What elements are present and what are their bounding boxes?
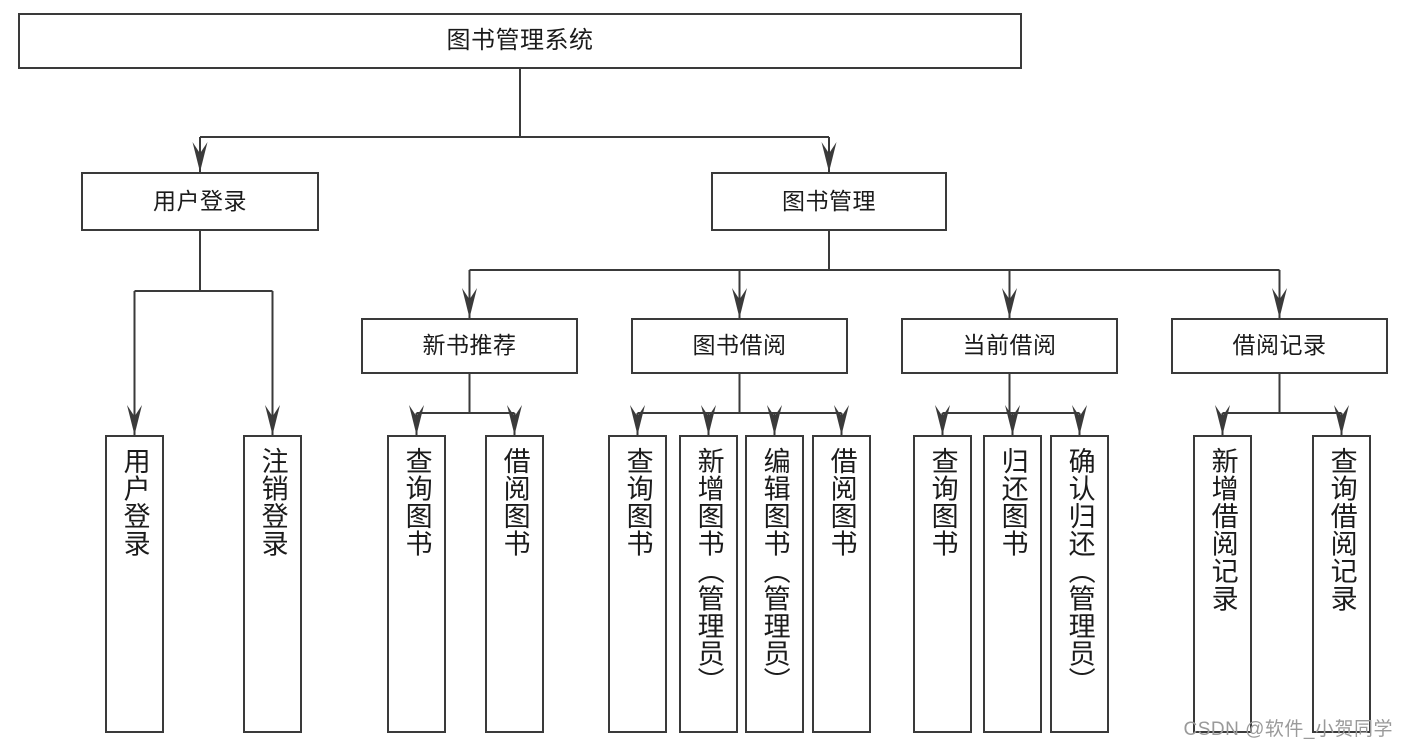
watermark: CSDN @软件_小贺同学	[1183, 719, 1393, 740]
node-user-login-label: 用户登录	[153, 187, 247, 214]
leaf-return-book-label: 归还图书	[997, 447, 1028, 557]
leaf-add-book-admin-label: 新增图书（管理员）	[693, 447, 724, 695]
node-book-borrow-label: 图书借阅	[692, 332, 787, 359]
node-current-borrow-label: 当前借阅	[962, 332, 1057, 359]
node-new-book-recommend-label: 新书推荐	[422, 332, 517, 359]
node-book-borrow[interactable]: 图书借阅	[631, 318, 848, 374]
leaf-add-borrow-record-label: 新增借阅记录	[1207, 447, 1238, 612]
leaf-confirm-return-admin-label: 确认归还（管理员）	[1064, 447, 1095, 695]
leaf-query-borrow-record-label: 查询借阅记录	[1326, 447, 1357, 612]
node-borrow-record[interactable]: 借阅记录	[1171, 318, 1388, 374]
leaf-edit-book-admin-label: 编辑图书（管理员）	[759, 447, 790, 695]
leaf-query-borrow-record[interactable]: 查询借阅记录	[1312, 435, 1371, 733]
leaf-query-book-current-label: 查询图书	[927, 447, 958, 557]
leaf-query-book-borrow-label: 查询图书	[622, 447, 653, 557]
node-new-book-recommend[interactable]: 新书推荐	[361, 318, 578, 374]
leaf-borrow-book-recommend-label: 借阅图书	[499, 447, 530, 557]
node-root-label: 图书管理系统	[446, 26, 594, 54]
node-book-manage-label: 图书管理	[782, 187, 876, 214]
node-book-manage[interactable]: 图书管理	[711, 172, 947, 231]
leaf-query-book-recommend-label: 查询图书	[401, 447, 432, 557]
leaf-borrow-book-recommend[interactable]: 借阅图书	[485, 435, 544, 733]
leaf-confirm-return-admin[interactable]: 确认归还（管理员）	[1050, 435, 1109, 733]
leaf-borrow-book-borrow-label: 借阅图书	[826, 447, 857, 557]
leaf-query-book-recommend[interactable]: 查询图书	[387, 435, 446, 733]
leaf-logout[interactable]: 注销登录	[243, 435, 302, 733]
leaf-add-borrow-record[interactable]: 新增借阅记录	[1193, 435, 1252, 733]
leaf-user-login-label: 用户登录	[119, 447, 150, 557]
leaf-query-book-current[interactable]: 查询图书	[913, 435, 972, 733]
leaf-query-book-borrow[interactable]: 查询图书	[608, 435, 667, 733]
node-user-login[interactable]: 用户登录	[81, 172, 319, 231]
leaf-add-book-admin[interactable]: 新增图书（管理员）	[679, 435, 738, 733]
leaf-logout-label: 注销登录	[257, 447, 288, 557]
node-current-borrow[interactable]: 当前借阅	[901, 318, 1118, 374]
leaf-edit-book-admin[interactable]: 编辑图书（管理员）	[745, 435, 804, 733]
leaf-user-login[interactable]: 用户登录	[105, 435, 164, 733]
node-borrow-record-label: 借阅记录	[1232, 332, 1327, 359]
leaf-borrow-book-borrow[interactable]: 借阅图书	[812, 435, 871, 733]
node-root[interactable]: 图书管理系统	[18, 13, 1022, 69]
leaf-return-book[interactable]: 归还图书	[983, 435, 1042, 733]
